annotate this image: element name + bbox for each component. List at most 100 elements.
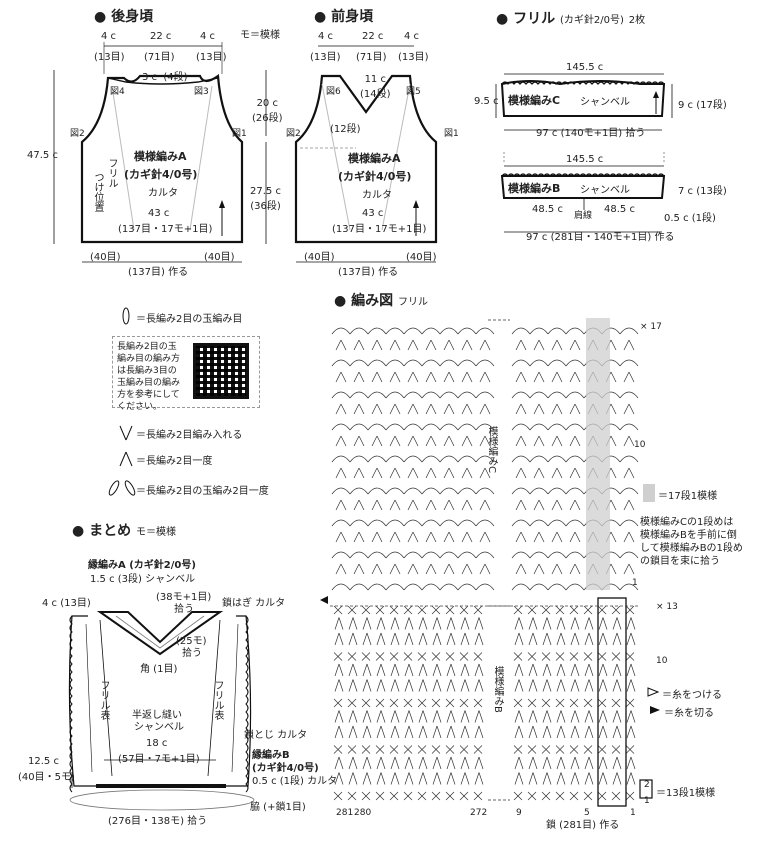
stitch-chart bbox=[331, 319, 639, 801]
legend-puff-dec: ＝長編み2目の玉編み2目一度 bbox=[136, 486, 269, 497]
legend-dec2: ＝長編み2目一度 bbox=[136, 456, 213, 467]
front-fig2: 図2 bbox=[286, 129, 301, 139]
qr-note-box: 長編み2目の玉編み目の編み方は長編み3目の玉編み目の編み方を参考にしてください。 bbox=[112, 336, 260, 412]
back-make: (137目) 作る bbox=[128, 267, 189, 278]
assembly-frill-front-r: フリル表 bbox=[212, 680, 223, 720]
chart-row17: × 17 bbox=[640, 322, 662, 332]
front-width-right: 4 c bbox=[404, 31, 420, 42]
back-left-count: (40目) bbox=[90, 252, 121, 263]
chart-row1: 1 bbox=[632, 578, 638, 588]
qr-note: 長編み2目の玉編み目の編み方は長編み3目の玉編み目の編み方を参考にしてください。 bbox=[117, 342, 181, 412]
chart-row10b: 10 bbox=[656, 656, 668, 666]
chart-row13: × 13 bbox=[656, 602, 678, 612]
front-body-title: ● 前身頃 bbox=[314, 9, 374, 25]
back-armhole: 20 c(26段) bbox=[252, 98, 283, 124]
assembly-pick25b: 拾う bbox=[182, 648, 202, 659]
chart-bottom-num-281: 281 bbox=[336, 808, 354, 818]
front-width-center: 22 c bbox=[362, 31, 384, 42]
frill-bottom-width: 145.5 c bbox=[566, 154, 604, 165]
frill-chambray2: シャンベル bbox=[580, 185, 630, 196]
back-count-left: (13目) bbox=[94, 52, 125, 63]
chart-rep13: ＝13段1模様 bbox=[656, 788, 716, 799]
front-twelve-rows: (12段) bbox=[330, 124, 361, 135]
chart-rep17: ＝17段1模様 bbox=[658, 491, 718, 502]
back-count-center: (71目) bbox=[144, 52, 175, 63]
frill-title: ● フリル (カギ針2/0号) 2枚 bbox=[496, 11, 646, 27]
back-pattern: 模様編みA bbox=[134, 150, 187, 163]
back-neck: 3 c (4段) bbox=[142, 72, 188, 83]
front-count-center: (71目) bbox=[356, 52, 387, 63]
frill-pattern-c: 模様編みC bbox=[508, 94, 561, 107]
frill-make: 97 c (281目・140モ+1目) 作る bbox=[526, 232, 675, 243]
chart-bottom-num-272: 272 bbox=[470, 808, 488, 818]
frill-edge: 0.5 c (1段) bbox=[664, 213, 716, 224]
frill-left-half: 48.5 c bbox=[532, 204, 563, 215]
assembly-hem-pick: (276目・138モ) 拾う bbox=[108, 816, 208, 827]
frill-top-height-right: 9 c (17段) bbox=[678, 100, 727, 111]
legend-puff2: ＝長編み2目の玉編み目 bbox=[136, 314, 243, 325]
assembly-edge-b-spec: 0.5 c (1段) カルタ bbox=[252, 776, 338, 787]
assembly-edge-b-needle: (カギ針4/0号) bbox=[252, 763, 319, 774]
back-count-right: (13目) bbox=[196, 52, 227, 63]
front-needle: (カギ針4/0号) bbox=[338, 170, 412, 183]
assembly-armpit: 脇 (+鎖1目) bbox=[250, 802, 306, 813]
back-frill-pos: つけ位置 bbox=[92, 172, 103, 212]
chart-pattern-b: 模様編みB bbox=[492, 666, 503, 713]
front-left-count: (40目) bbox=[304, 252, 335, 263]
back-fig4: 図4 bbox=[110, 87, 125, 97]
assembly-pick25: (25モ) bbox=[176, 636, 207, 647]
assembly-corner: 角 (1目) bbox=[140, 664, 178, 675]
frill-right-half: 48.5 c bbox=[604, 204, 635, 215]
front-width-left: 4 c bbox=[318, 31, 334, 42]
assembly-title: ● まとめ モ＝模様 bbox=[72, 523, 176, 539]
frill-pick: 97 c (140モ+1目) 拾う bbox=[536, 128, 646, 139]
back-right-count: (40目) bbox=[204, 252, 235, 263]
assembly-chain-karuta: 鎖はぎ カルタ bbox=[222, 598, 286, 609]
qr-code-icon bbox=[193, 343, 249, 399]
assembly-pick: 拾う bbox=[174, 604, 194, 615]
chart-pattern-c: 模様編みC bbox=[486, 426, 497, 473]
legend-inc2: ＝長編み2目編み入れる bbox=[136, 430, 243, 441]
frill-top-height-left: 9.5 c bbox=[474, 96, 499, 107]
chart-row1b: 1 bbox=[644, 796, 650, 806]
mo-note: モ＝模様 bbox=[240, 30, 280, 41]
assembly-side-counts: (40目・5モ) bbox=[18, 772, 75, 783]
assembly-hem-w: 18 c bbox=[146, 738, 168, 749]
front-count-left: (13目) bbox=[310, 52, 341, 63]
front-fig5: 図5 bbox=[406, 87, 421, 97]
front-make: (137目) 作る bbox=[338, 267, 399, 278]
frill-pattern-b: 模様編みB bbox=[508, 182, 561, 195]
assembly-edge-a-spec: 1.5 c (3段) シャンベル bbox=[90, 574, 196, 585]
front-karuta: カルタ bbox=[362, 190, 392, 201]
back-fig1: 図1 bbox=[232, 129, 247, 139]
frill-chambray: シャンベル bbox=[580, 97, 630, 108]
back-fig3: 図3 bbox=[194, 87, 209, 97]
back-body-title: ● 後身頃 bbox=[94, 9, 154, 25]
back-needle: (カギ針4/0号) bbox=[124, 168, 198, 181]
assembly-edge-b: 縁編みB bbox=[252, 750, 290, 761]
chart-bottom-num-1: 1 bbox=[630, 808, 636, 818]
back-width-right: 4 c bbox=[200, 31, 216, 42]
assembly-chambray: シャンベル bbox=[134, 722, 184, 733]
back-karuta: カルタ bbox=[148, 188, 178, 199]
back-length: 47.5 c bbox=[27, 150, 58, 161]
chart-note: 模様編みCの1段めは 模様編みBを手前に倒 して模様編みBの1段め の鎖目を束に… bbox=[640, 517, 743, 567]
assembly-side-len: 12.5 c bbox=[28, 756, 59, 767]
back-width-left: 4 c bbox=[101, 31, 117, 42]
chart-attach: ＝糸をつける bbox=[662, 690, 722, 701]
chart-row10: 10 bbox=[634, 440, 646, 450]
assembly-hem-counts: (57目・7モ+1目) bbox=[118, 754, 200, 765]
front-pattern: 模様編みA bbox=[348, 152, 401, 165]
assembly-neck-pick: (38モ+1目) bbox=[156, 592, 212, 603]
chart-bottom-num-5: 5 bbox=[584, 808, 590, 818]
assembly-frill-front-l: フリル表 bbox=[98, 680, 109, 720]
assembly-half-back: 半返し縫い bbox=[132, 710, 182, 721]
back-side: 27.5 c(36段) bbox=[250, 186, 281, 212]
back-frill-label: フリル bbox=[106, 158, 117, 188]
assembly-edge-a: 縁編みA (カギ針2/0号) bbox=[88, 560, 196, 571]
chart-bottom-num-280: 280 bbox=[354, 808, 372, 818]
chart-title: ● 編み図 フリル bbox=[334, 293, 428, 309]
chart-bottom-num-9: 9 bbox=[516, 808, 522, 818]
assembly-chain-close: 鎖とじ カルタ bbox=[244, 730, 308, 741]
front-width-counts: (137目・17モ+1目) bbox=[332, 224, 427, 235]
